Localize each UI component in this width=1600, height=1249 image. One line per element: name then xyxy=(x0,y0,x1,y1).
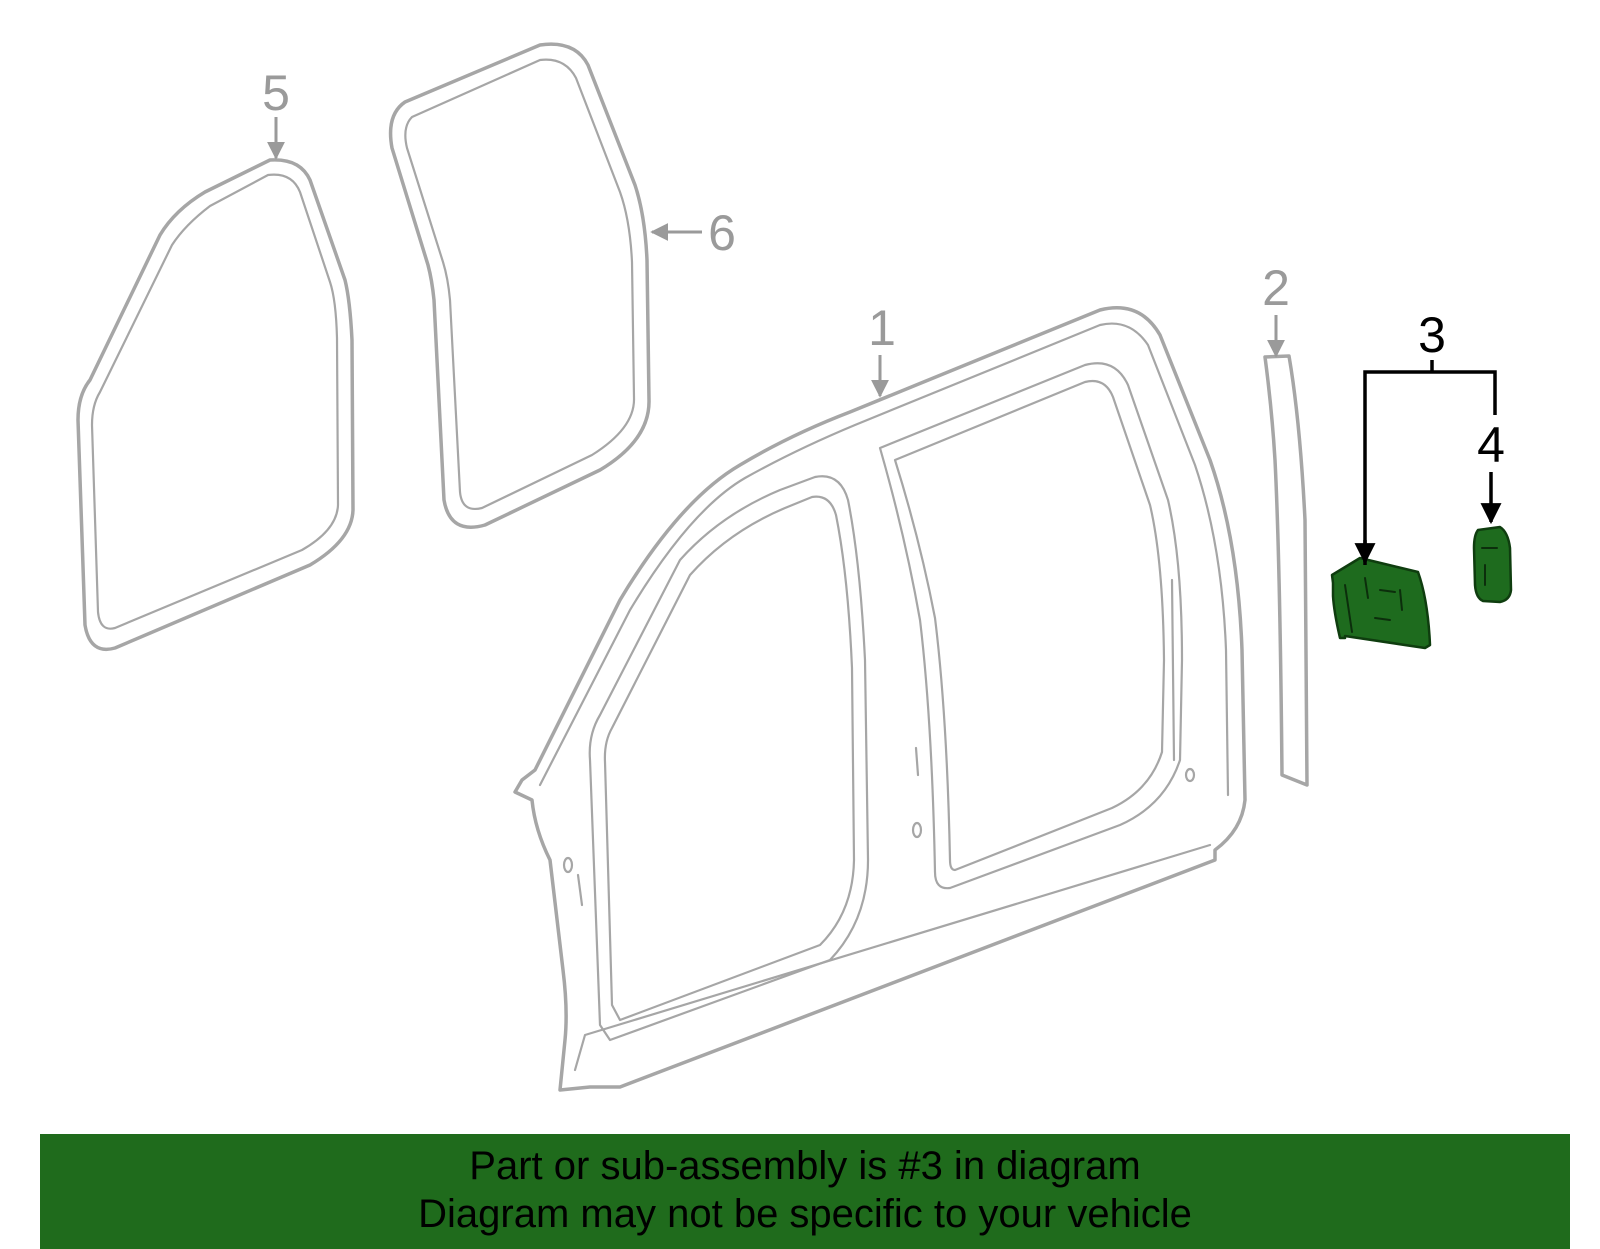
callout-6: 6 xyxy=(708,205,736,261)
callout-3: 3 xyxy=(1418,307,1446,363)
part-6-rear-weatherstrip xyxy=(388,42,651,529)
part-4-clip xyxy=(1472,525,1513,604)
part-5-front-weatherstrip xyxy=(76,158,355,651)
callout-1: 1 xyxy=(868,300,896,356)
callout-5: 5 xyxy=(262,65,290,121)
part-3-bracket xyxy=(1330,556,1432,650)
callout-2: 2 xyxy=(1262,260,1290,316)
callout-4: 4 xyxy=(1477,417,1505,473)
part-1-body-side-frame xyxy=(513,306,1247,1092)
part-2-pillar-trim xyxy=(1263,354,1309,787)
leader-3-bracket xyxy=(1363,370,1497,565)
info-banner: Part or sub-assembly is #3 in diagram Di… xyxy=(40,1134,1570,1249)
banner-line-2: Diagram may not be specific to your vehi… xyxy=(418,1192,1192,1236)
banner-line-1: Part or sub-assembly is #3 in diagram xyxy=(469,1144,1141,1188)
